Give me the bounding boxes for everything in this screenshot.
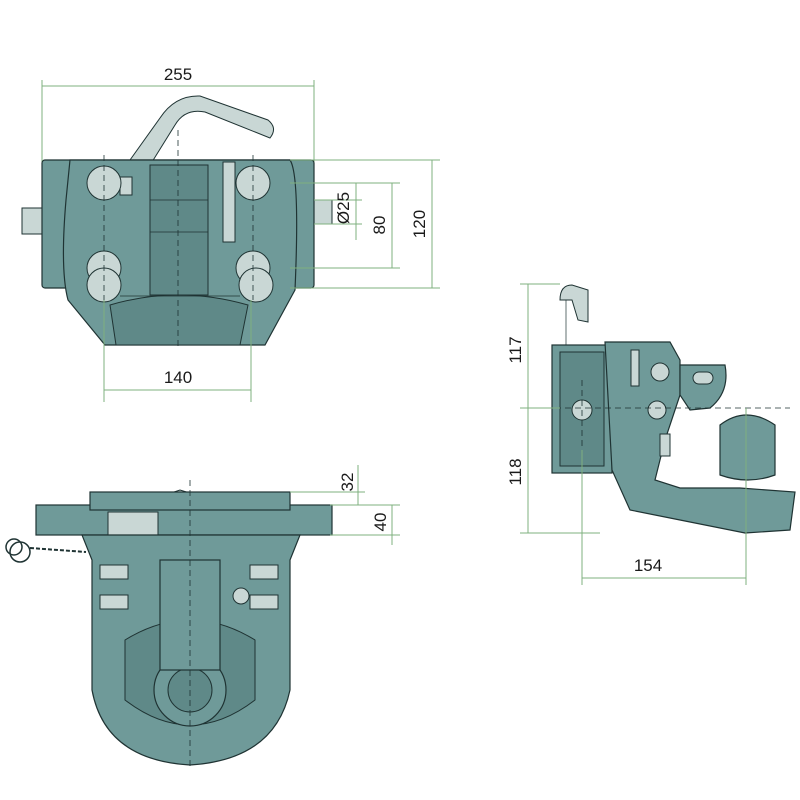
bolt-head	[238, 267, 274, 303]
bolt-head	[235, 165, 271, 201]
pin-side	[719, 414, 776, 481]
dim-label-height: 120	[410, 210, 429, 238]
nut	[249, 564, 279, 580]
latch-side	[659, 433, 671, 457]
dim-label-bore: Ø25	[334, 192, 353, 224]
handle-side	[559, 284, 589, 323]
nut	[99, 594, 129, 610]
nut	[99, 564, 129, 580]
handle-lever	[129, 95, 274, 163]
dim-label-width: 255	[164, 65, 192, 84]
bolt-head	[86, 165, 122, 201]
jaw-side	[679, 364, 727, 411]
dim-label-base-width: 140	[164, 368, 192, 387]
nut	[249, 594, 279, 610]
safety-chain	[5, 538, 87, 563]
grease-fitting	[232, 587, 250, 605]
front-view: 255 Ø25 80	[21, 65, 440, 402]
locking-bar-side	[630, 349, 640, 387]
latch-tab	[119, 176, 133, 196]
jaw-slot	[692, 371, 714, 385]
dim-label-offset-small: 32	[338, 473, 357, 492]
bottom-view: 32 40	[5, 465, 400, 770]
side-view: 117 118 154	[506, 283, 796, 585]
dim-label-hole-spacing: 80	[370, 216, 389, 235]
body-lower-lip	[109, 294, 249, 346]
dim-label-upper-height: 117	[506, 336, 525, 363]
dim-label-offset-large: 40	[371, 513, 390, 532]
dim-label-depth: 154	[634, 556, 662, 575]
bolt-side	[647, 400, 667, 420]
label-plate	[107, 511, 159, 537]
center-channel	[149, 164, 209, 296]
locking-bar	[222, 161, 236, 243]
bolt-side	[650, 362, 670, 382]
dim-label-lower-height: 118	[506, 458, 525, 485]
pin-left	[21, 207, 45, 235]
pin-right	[313, 199, 333, 225]
